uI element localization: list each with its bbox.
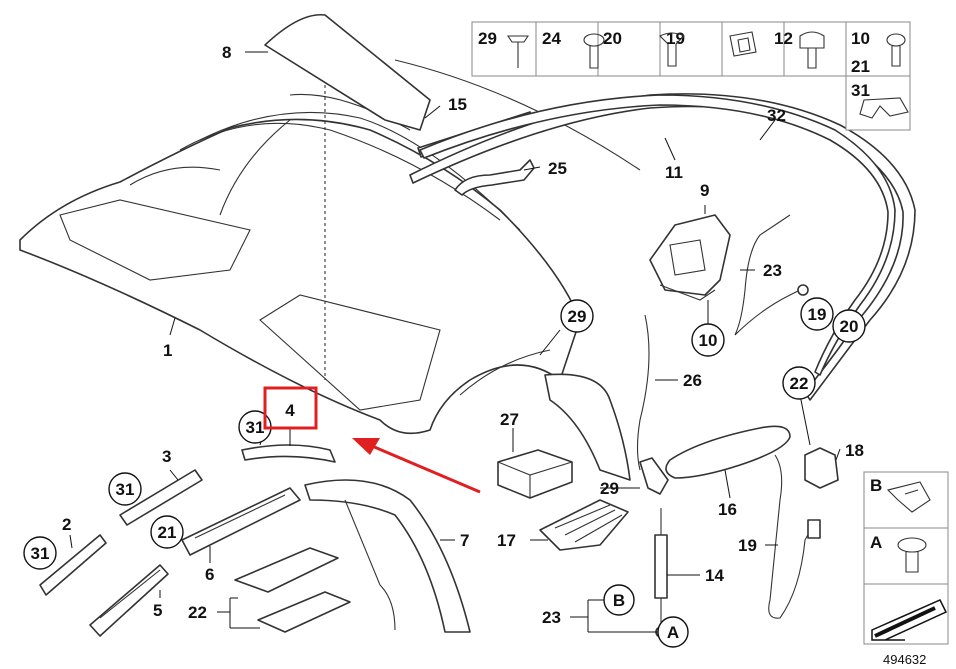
callout-31-circled-c: 31 xyxy=(31,544,50,563)
fastener-table: 29 24 20 19 12 10 21 31 xyxy=(471,21,911,131)
callout-17: 18 xyxy=(845,441,864,460)
part-11-rail xyxy=(419,94,896,376)
red-arrow xyxy=(352,438,481,494)
callout-2: 2 xyxy=(62,515,71,534)
callout-6: 6 xyxy=(205,565,214,584)
callout-28: 27 xyxy=(500,410,519,429)
part-22-plates xyxy=(234,547,351,633)
part-17-clip xyxy=(804,447,839,489)
part-25-cable xyxy=(734,214,801,336)
callout-16: 15 xyxy=(448,95,467,114)
callout-31-circled-b: 31 xyxy=(116,480,135,499)
callout-25: 23 xyxy=(763,261,782,280)
part-4-strip xyxy=(241,444,336,463)
fastener-29: 29 xyxy=(478,29,497,48)
callout-1: 1 xyxy=(163,341,172,360)
part-9-bracket xyxy=(649,214,731,301)
callout-9: 9 xyxy=(700,181,709,200)
callout-18: 19 xyxy=(738,536,757,555)
callout-29-circled: 29 xyxy=(568,307,587,326)
callout-5: 5 xyxy=(153,601,162,620)
part-18-cable xyxy=(768,454,816,619)
callout-31-circled-a: 31 xyxy=(246,418,265,437)
legend-B: B xyxy=(870,476,882,495)
callout-3: 3 xyxy=(162,447,171,466)
callout-30: 29 xyxy=(600,479,619,498)
part-30-clip xyxy=(639,457,669,495)
callout-11: 11 xyxy=(665,163,683,182)
callout-15: 17 xyxy=(497,531,516,550)
part-26-handle xyxy=(454,159,535,196)
fastener-24: 24 xyxy=(542,29,561,48)
part-3-strip xyxy=(119,469,203,526)
callout-14: 16 xyxy=(718,500,737,519)
fastener-20: 20 xyxy=(603,29,622,48)
callout-21-circled: 21 xyxy=(158,523,177,542)
callout-27: 26 xyxy=(683,371,702,390)
callout-26: 25 xyxy=(548,159,567,178)
callout-23: 23 xyxy=(542,608,561,627)
plain-labels: 8 15 25 11 32 9 23 1 26 27 18 29 16 17 1… xyxy=(62,43,864,627)
side-panel xyxy=(544,373,631,481)
callout-20-circled: 20 xyxy=(840,317,859,336)
callout-13: 14 xyxy=(705,566,724,585)
highlight-part-4: 4 xyxy=(263,386,318,430)
part-6-strip xyxy=(181,487,301,556)
part-2-strip xyxy=(39,534,107,596)
callout-19-circled: 19 xyxy=(808,305,827,324)
callout-22: 22 xyxy=(188,603,207,622)
callout-32: 32 xyxy=(767,106,786,125)
part-27-rod xyxy=(636,314,650,471)
part-19-cap xyxy=(797,284,809,296)
part-13-strut xyxy=(654,508,668,638)
circled-labels: 29 10 19 20 22 31 31 21 31 B A xyxy=(23,297,866,648)
fastener-31: 31 xyxy=(851,81,870,100)
part-14-pad xyxy=(665,425,791,479)
fastener-10: 10 xyxy=(851,29,870,48)
leader-lines xyxy=(69,51,841,633)
hood-shell xyxy=(19,93,581,435)
part-18-plug xyxy=(807,519,821,539)
fastener-12: 12 xyxy=(774,29,793,48)
part-15-pad xyxy=(539,499,629,551)
callout-B-circled: B xyxy=(613,591,625,610)
part-5-strip xyxy=(89,564,169,637)
callout-7: 7 xyxy=(460,531,469,550)
part-7-arch xyxy=(304,479,471,633)
callout-8: 8 xyxy=(222,43,231,62)
callout-4: 4 xyxy=(285,401,295,420)
fastener-19: 19 xyxy=(666,29,685,48)
legend-A: A xyxy=(870,533,882,552)
legend-panel: B A xyxy=(863,471,949,645)
fastener-21: 21 xyxy=(851,57,870,76)
part-8-panel xyxy=(264,13,431,131)
callout-22-circled: 22 xyxy=(790,374,809,393)
callout-10-circled: 10 xyxy=(699,331,718,350)
callout-A-circled: A xyxy=(667,623,679,642)
diagram-code: 494632 xyxy=(883,652,926,667)
part-28-box xyxy=(497,449,573,499)
